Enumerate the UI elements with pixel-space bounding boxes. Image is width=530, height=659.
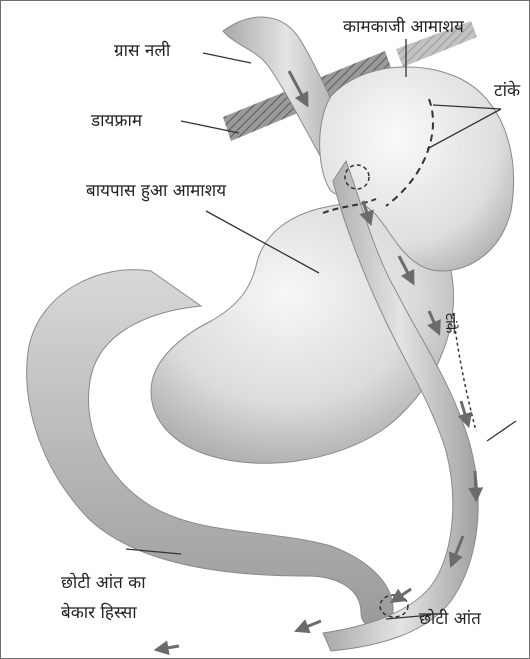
label-staples: टांके — [494, 81, 520, 101]
label-unused-intestine-line1: छोटी आंत का — [61, 573, 146, 593]
label-unused-intestine-line2: बेकार हिस्सा — [61, 603, 137, 623]
label-functional-stomach: कामकाजी आमाशय — [343, 17, 464, 37]
label-bypassed-stomach: बायपास हुआ आमाशय — [86, 181, 226, 201]
label-esophagus: ग्रास नली — [114, 41, 170, 61]
label-diaphragm: डायफ्राम — [91, 111, 142, 131]
label-staple-line-vertical: टांके — [443, 313, 457, 332]
label-small-intestine: छोटी आंत — [419, 609, 481, 629]
